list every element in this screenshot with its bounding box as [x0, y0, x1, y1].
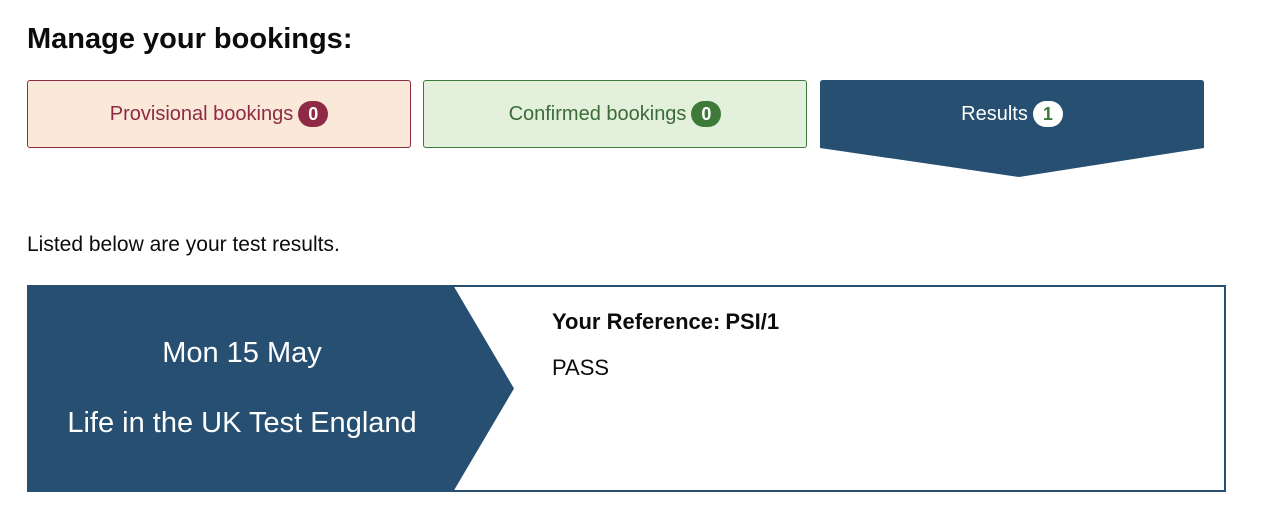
result-reference-label: Your Reference: [552, 309, 721, 334]
active-tab-arrow-shape [820, 80, 1204, 177]
tab-confirmed-label: Confirmed bookings [508, 102, 687, 125]
result-summary-panel: Mon 15 May Life in the UK Test England [29, 287, 455, 490]
tab-provisional-label: Provisional bookings [109, 102, 294, 125]
provisional-count-badge: 0 [298, 101, 329, 127]
result-card: Mon 15 May Life in the UK Test England Y… [27, 285, 1226, 492]
result-test-name: Life in the UK Test England [67, 407, 417, 439]
results-intro-text: Listed below are your test results. [27, 233, 340, 256]
result-details: Your Reference:PSI/1 PASS [552, 307, 779, 381]
result-status: PASS [552, 355, 610, 380]
result-date-arrow-shape [27, 285, 514, 492]
confirmed-count-badge: 0 [691, 101, 722, 127]
results-count-badge: 1 [1032, 101, 1063, 127]
result-reference: Your Reference:PSI/1 [552, 307, 779, 337]
tab-confirmed-bookings[interactable]: Confirmed bookings 0 [423, 80, 807, 148]
result-reference-value: PSI/1 [725, 309, 780, 334]
page-title: Manage your bookings: [27, 23, 353, 55]
tab-provisional-bookings[interactable]: Provisional bookings 0 [27, 80, 411, 148]
tab-results[interactable]: Results 1 [820, 80, 1204, 177]
tab-results-label: Results [961, 102, 1028, 125]
result-date: Mon 15 May [162, 337, 322, 369]
